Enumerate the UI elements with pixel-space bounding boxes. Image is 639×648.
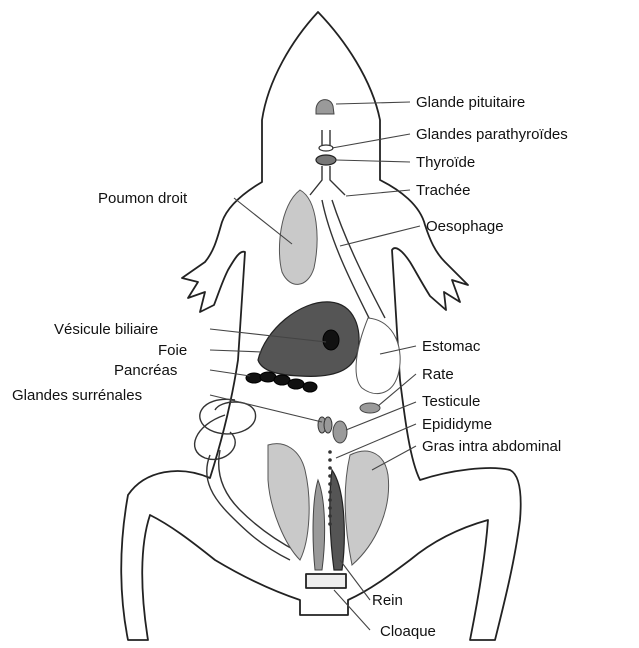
label-poumon-droit: Poumon droit xyxy=(98,190,188,207)
gall-bladder xyxy=(323,330,339,350)
label-rein: Rein xyxy=(372,592,403,609)
label-rate: Rate xyxy=(422,366,454,383)
spleen xyxy=(360,403,380,413)
label-glandes-parathyroides: Glandes parathyroïdes xyxy=(416,126,568,143)
cloaca xyxy=(306,574,346,588)
label-thyroide: Thyroïde xyxy=(416,154,475,171)
testicle xyxy=(333,421,347,443)
label-foie: Foie xyxy=(158,342,187,359)
label-gras-intra-abdominal: Gras intra abdominal xyxy=(422,438,561,455)
adrenal-glands xyxy=(318,417,332,433)
label-pancreas: Pancréas xyxy=(114,362,177,379)
label-cloaque: Cloaque xyxy=(380,623,436,640)
label-testicule: Testicule xyxy=(422,393,480,410)
label-estomac: Estomac xyxy=(422,338,481,355)
label-vesicule-biliaire: Vésicule biliaire xyxy=(54,321,158,338)
label-oesophage: Oesophage xyxy=(426,218,504,235)
label-trachee: Trachée xyxy=(416,182,470,199)
label-epididyme: Epididyme xyxy=(422,416,492,433)
label-glandes-surrenales: Glandes surrénales xyxy=(12,387,142,404)
label-glande-pituitaire: Glande pituitaire xyxy=(416,94,525,111)
